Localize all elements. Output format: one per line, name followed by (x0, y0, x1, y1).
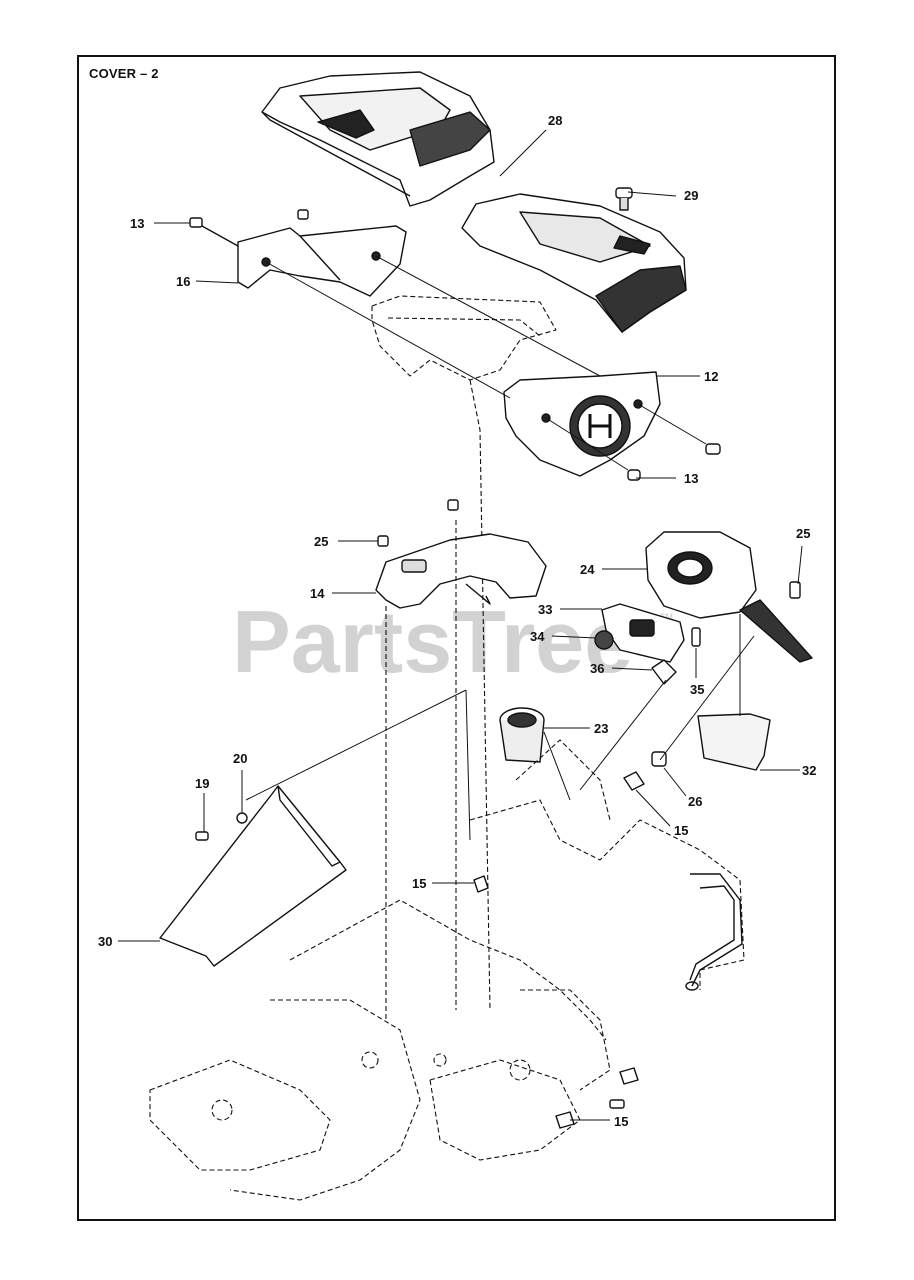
part-24-dash-pod (645, 531, 813, 663)
callout-12: 12 (704, 369, 718, 384)
callout-30: 30 (98, 934, 112, 949)
callout-15: 15 (412, 876, 426, 891)
callout-33: 33 (538, 602, 552, 617)
callout-15: 15 (674, 823, 688, 838)
callout-26: 26 (688, 794, 702, 809)
watermark-tm: TM (660, 612, 673, 622)
part-32-shield (697, 713, 771, 771)
part-28-lower-cover (461, 193, 687, 333)
callout-24: 24 (580, 562, 595, 577)
part-15-clip-a (623, 771, 645, 791)
part-15-clip-b (473, 875, 489, 893)
diagram-title: COVER – 2 (89, 66, 159, 81)
callout-25: 25 (314, 534, 328, 549)
callout-36: 36 (590, 661, 604, 676)
part-33-switch-housing (601, 603, 685, 663)
callout-28: 28 (548, 113, 562, 128)
callout-35: 35 (690, 682, 704, 697)
part-14-column-cover (375, 499, 547, 609)
callout-25: 25 (796, 526, 810, 541)
dash-frame-upper (371, 295, 557, 1011)
diagram-frame (77, 55, 836, 1221)
callout-20: 20 (233, 751, 247, 766)
leader-lines (118, 129, 803, 1121)
part-15-clip-c (555, 1067, 639, 1129)
part-26-spacer (651, 751, 667, 767)
watermark: PartsTree (232, 592, 633, 691)
part-36-clip (651, 659, 677, 685)
part-35-screw (691, 627, 701, 647)
callout-14: 14 (310, 586, 325, 601)
part-29-latch (615, 187, 633, 211)
part-12-front-panel (503, 371, 721, 481)
callout-13: 13 (684, 471, 698, 486)
part-19-screw (195, 831, 209, 841)
callout-15: 15 (614, 1114, 628, 1129)
callout-23: 23 (594, 721, 608, 736)
callout-34: 34 (530, 629, 545, 644)
callout-19: 19 (195, 776, 209, 791)
part-16-bracket (237, 225, 407, 297)
part-28-upper-cover (261, 71, 495, 207)
callout-32: 32 (802, 763, 816, 778)
chassis-frame (149, 520, 745, 1201)
frame-tube-handle (685, 873, 743, 991)
part-23-bushing (499, 707, 545, 763)
part-34-knob (594, 630, 614, 650)
part-30-floor-plate (159, 785, 347, 967)
callout-16: 16 (176, 274, 190, 289)
callout-13: 13 (130, 216, 144, 231)
callout-29: 29 (684, 188, 698, 203)
part-20-washer (236, 812, 248, 824)
